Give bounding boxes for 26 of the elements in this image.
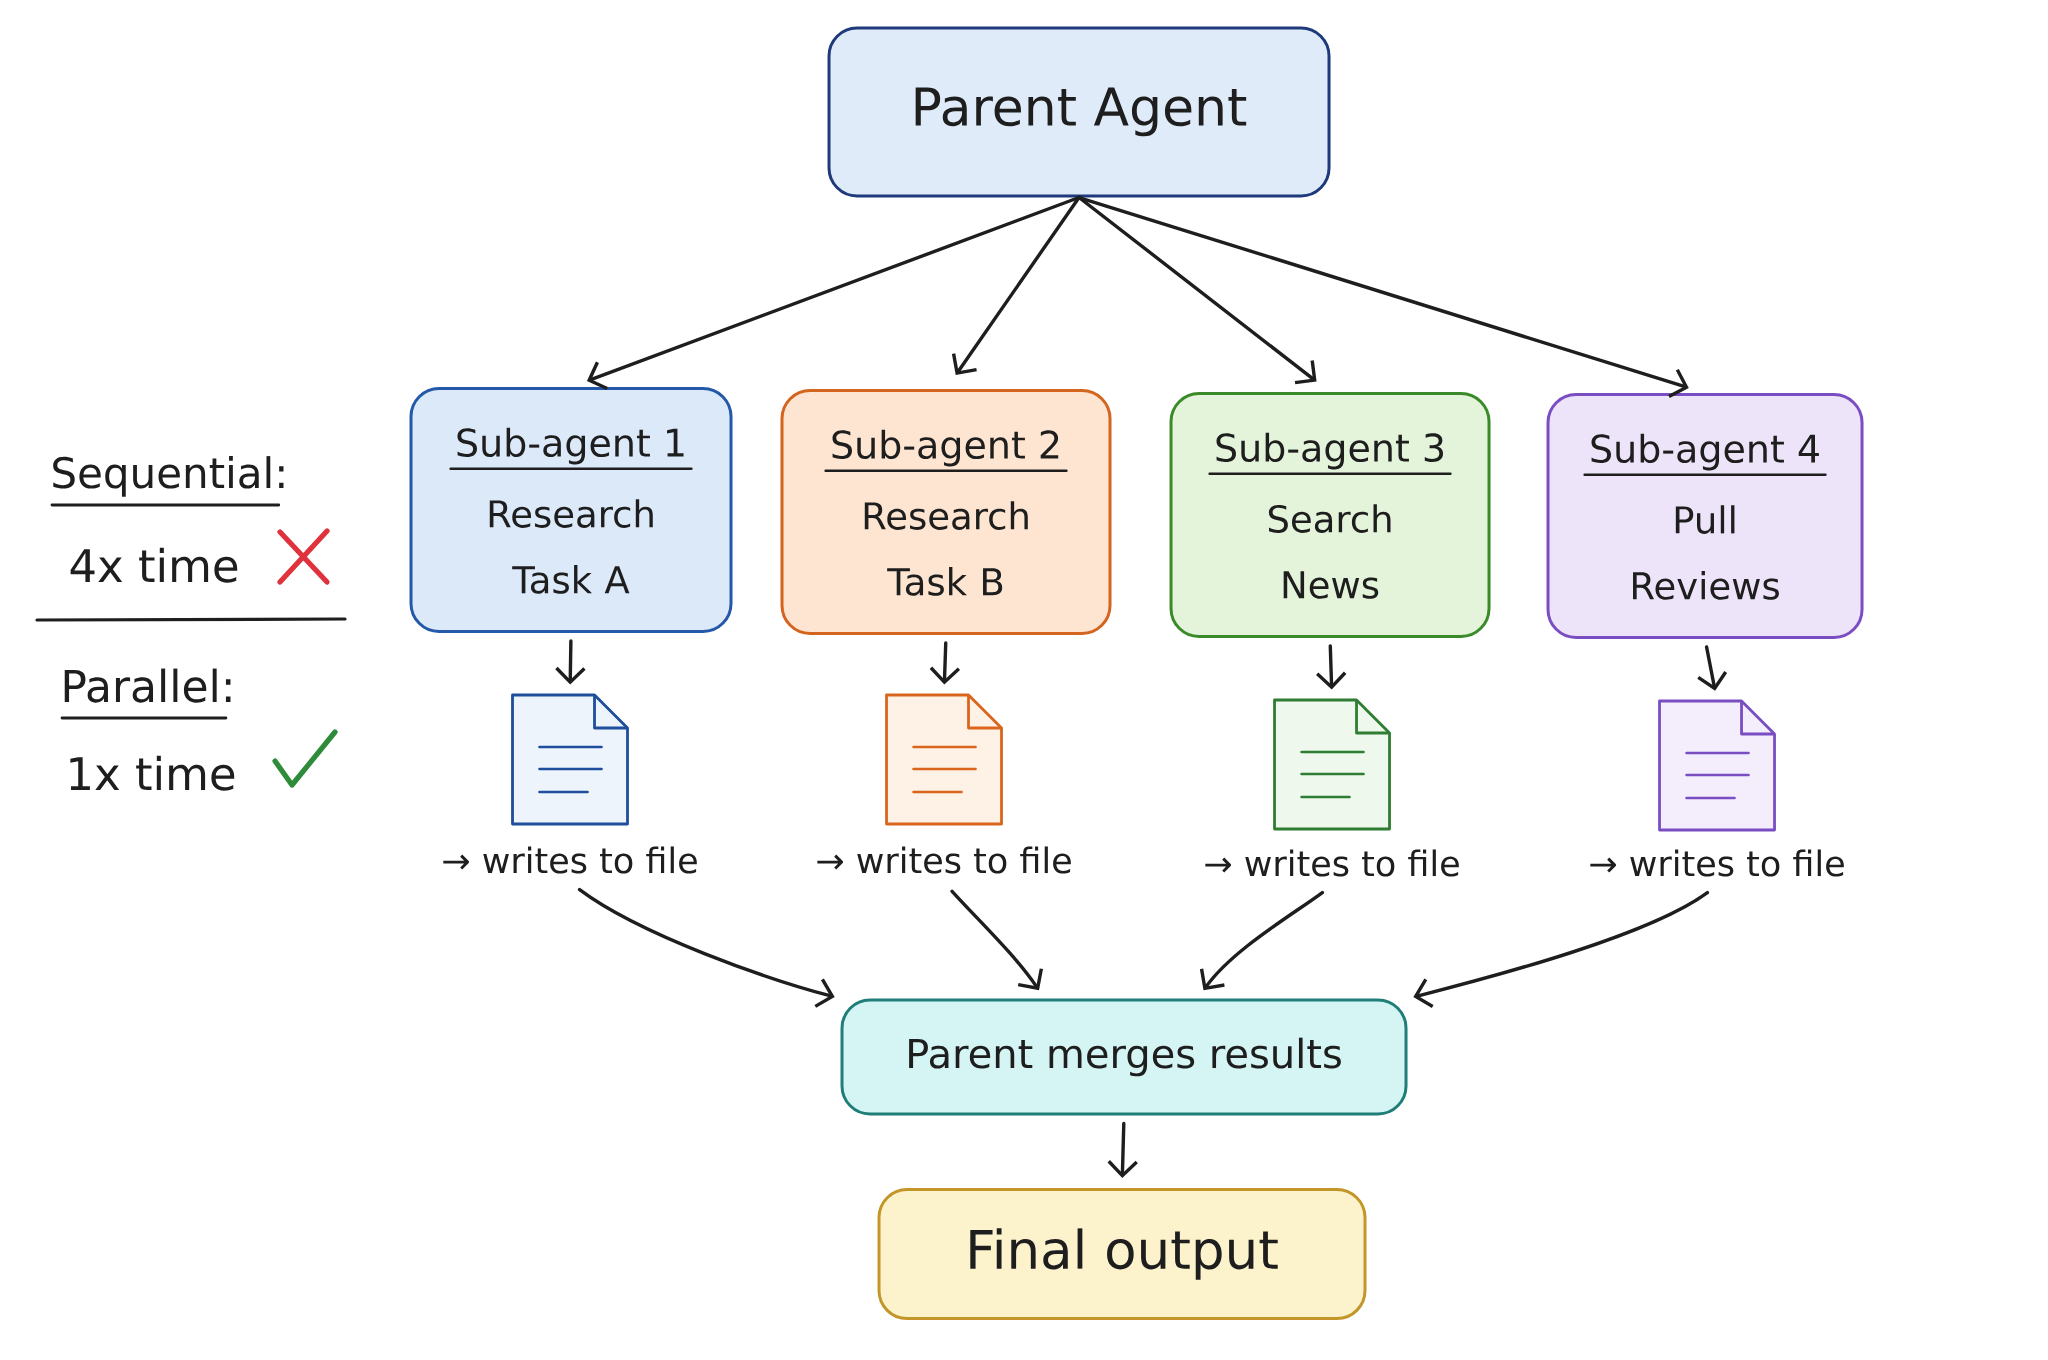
process-box: Parent merges results [840,998,1408,1116]
caption-text: → writes to file [1590,849,1844,877]
arrow [1199,890,1325,991]
heading: Parallel: [60,668,231,720]
caption-text: → writes to file [443,846,697,874]
box-text: Research Task B [864,501,1028,596]
caption-text: → writes to file [817,846,1071,874]
box-heading: Sub-agent 3 [1208,432,1452,475]
box-heading: Sub-agent 1 [449,427,693,470]
process-box: Parent Agent [827,26,1331,198]
heading: Sequential: [50,456,284,507]
process-box: Final output [877,1188,1367,1320]
arrow [586,195,1081,390]
box-text: Research Task A [489,499,653,594]
arrow [1077,195,1689,398]
box-heading: Sub-agent 4 [1583,433,1827,476]
box-text: Search News [1268,504,1391,599]
box-heading: Sub-agent 2 [824,429,1068,472]
caption-text: → writes to file [1205,849,1459,877]
arrow [951,195,1081,376]
arrow [577,887,835,1008]
arrow [1413,890,1710,1009]
text-label: 4x time [70,547,238,583]
arrow [950,889,1043,991]
text-label: 1x time [70,755,235,791]
box-text: Pull Reviews [1633,505,1779,600]
